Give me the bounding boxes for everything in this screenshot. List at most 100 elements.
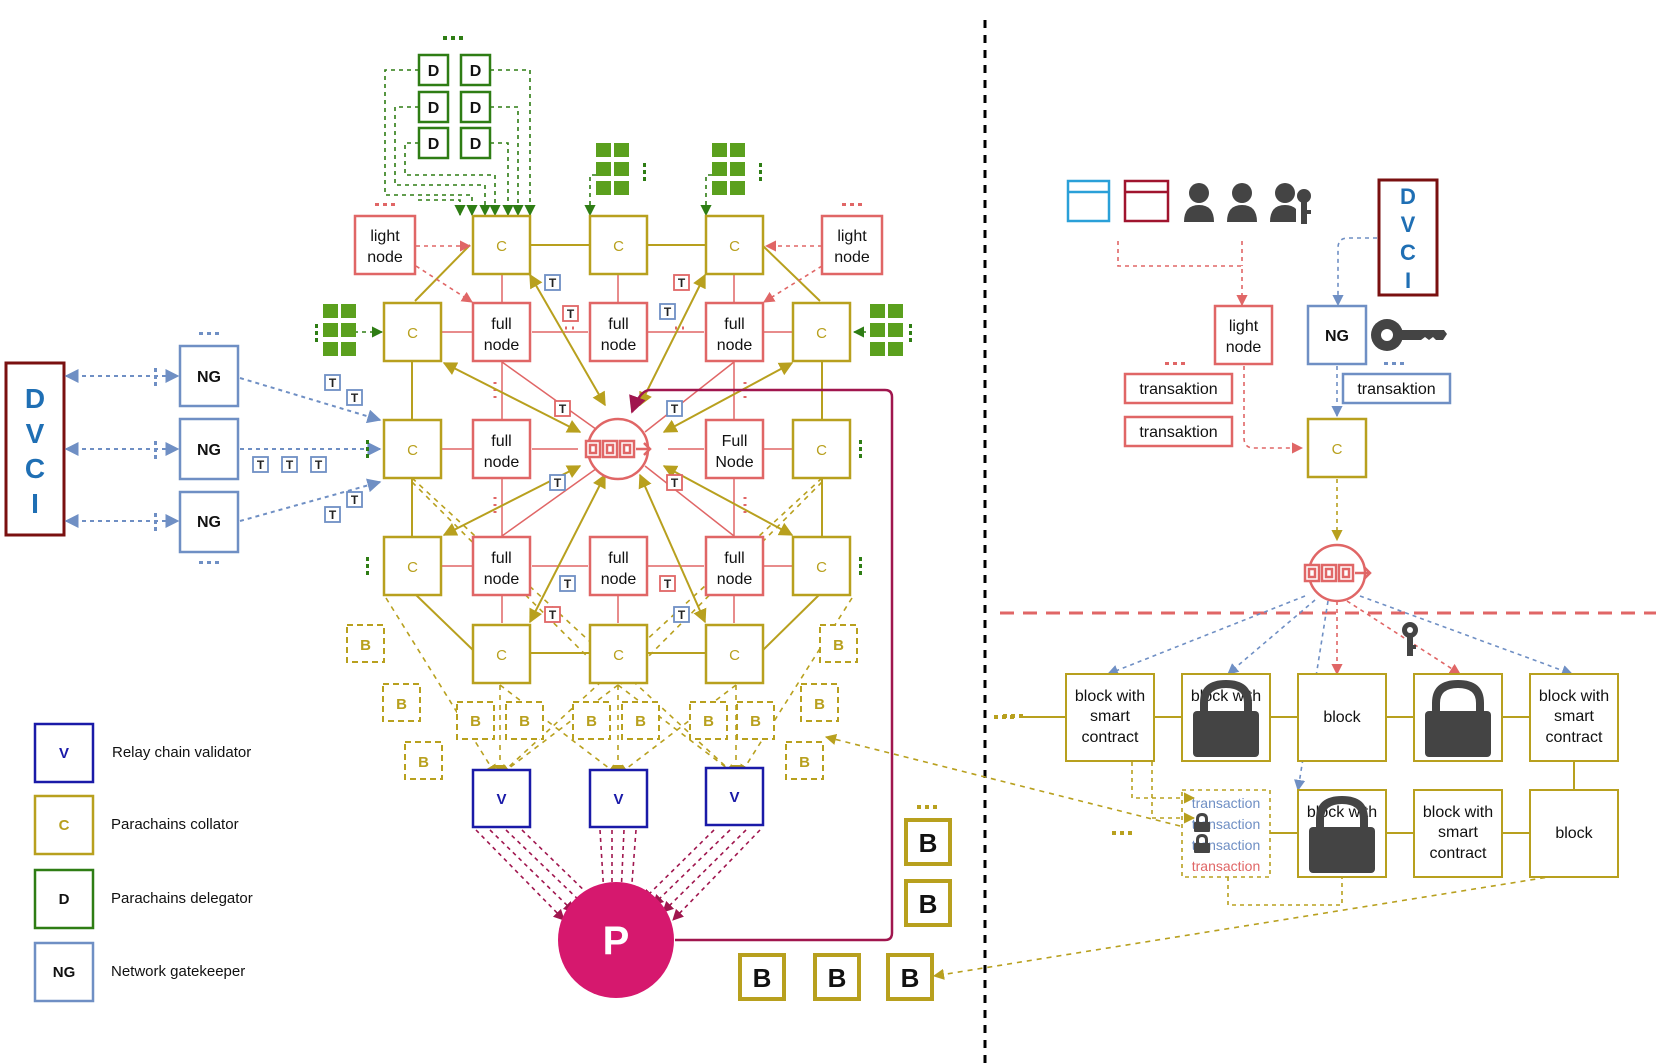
polkadot-feedback-link <box>629 388 894 942</box>
relay-chain-hub-icon <box>584 417 652 481</box>
block-smart-contract: block with smart contract <box>1529 673 1619 762</box>
svg-text:D: D <box>470 136 482 153</box>
collator-node: C <box>382 418 443 480</box>
svg-text:C: C <box>816 559 827 576</box>
svg-text:D: D <box>1400 184 1416 209</box>
user-icon <box>1184 183 1214 222</box>
transaction-badge: T <box>549 474 566 491</box>
delegator-group-icon <box>870 304 903 356</box>
transaction-badge: T <box>324 374 341 391</box>
transaction-badge: T <box>544 274 561 291</box>
cross-panel-links <box>824 734 1556 980</box>
svg-text:Node: Node <box>715 454 753 471</box>
svg-text:smart: smart <box>1554 708 1595 725</box>
block: block <box>1297 673 1387 762</box>
svg-text:V: V <box>496 791 506 808</box>
svg-text:T: T <box>678 276 686 290</box>
svg-text:node: node <box>717 571 753 588</box>
dvci-box-right: D V C I <box>1377 178 1439 297</box>
delegator-group-icon <box>596 143 629 195</box>
svg-text:C: C <box>496 647 507 664</box>
svg-text:C: C <box>613 647 624 664</box>
finalized-block: B <box>813 953 861 1001</box>
legend-item-delegator: D Parachains delegator <box>33 868 253 930</box>
user-key-icon <box>1270 183 1311 224</box>
delegator-node: D <box>417 53 450 87</box>
finalized-block: B <box>904 879 952 927</box>
block-chain-links <box>1020 716 1575 834</box>
gatekeeper-node: NG <box>1306 304 1368 366</box>
candidate-block-label: B <box>396 696 407 713</box>
svg-text:T: T <box>286 458 294 472</box>
app-window-icon <box>1066 179 1111 223</box>
ellipsis-markers-right <box>1165 362 1404 365</box>
transaction-tag: transaktion <box>1341 372 1452 405</box>
svg-text:C: C <box>613 238 624 255</box>
validator-polkadot-arrows <box>475 829 761 921</box>
candidate-block <box>800 683 839 722</box>
svg-text:full: full <box>724 550 744 567</box>
candidate-block-label: B <box>635 713 646 730</box>
block: block <box>1529 789 1619 878</box>
transaction-badge: T <box>544 606 561 623</box>
collator-node: C <box>791 418 852 480</box>
svg-text:contract: contract <box>1546 729 1603 746</box>
svg-text:Relay chain validator: Relay chain validator <box>112 744 251 761</box>
collator-node: C <box>791 535 852 597</box>
padlock-icon <box>1309 796 1375 873</box>
svg-text:P: P <box>603 919 630 963</box>
svg-text:T: T <box>671 402 679 416</box>
transaction-badge: T <box>310 456 327 473</box>
finalized-block: B <box>904 818 952 866</box>
svg-text:transaktion: transaktion <box>1139 424 1217 441</box>
svg-text:V: V <box>26 418 45 449</box>
svg-text:block with: block with <box>1075 688 1145 705</box>
user-icon <box>1227 183 1257 222</box>
svg-text:C: C <box>25 453 45 484</box>
svg-text:V: V <box>1401 212 1416 237</box>
app-window-icon <box>1123 179 1170 223</box>
dvci-ng-links <box>64 369 180 528</box>
svg-text:T: T <box>549 276 557 290</box>
svg-text:V: V <box>729 789 739 806</box>
svg-text:full: full <box>608 316 628 333</box>
gatekeeper-node: NG <box>178 417 240 481</box>
svg-text:T: T <box>671 476 679 490</box>
svg-text:T: T <box>549 608 557 622</box>
transaction-list-links <box>1131 762 1343 906</box>
small-padlock-icon <box>1194 813 1210 853</box>
dvci-box-left: D V C I <box>4 361 66 537</box>
candidate-block-label: B <box>470 713 481 730</box>
legend-item-validator: V Relay chain validator <box>33 722 251 784</box>
transaction-badge: T <box>659 575 676 592</box>
polkadot-relay-chain: P <box>558 882 674 998</box>
transaction-badge: T <box>673 274 690 291</box>
transaction-tag: transaktion <box>1123 372 1234 405</box>
svg-text:transaktion: transaktion <box>1357 381 1435 398</box>
delegator-node: D <box>459 53 492 87</box>
collator-node: C <box>382 535 443 597</box>
candidate-block-label: B <box>360 637 371 654</box>
transaction-badge: T <box>562 305 579 322</box>
svg-text:V: V <box>613 791 623 808</box>
light-node: light node <box>1213 304 1274 366</box>
candidate-block-label: B <box>833 637 844 654</box>
finalized-block: B <box>886 953 934 1001</box>
svg-text:Full: Full <box>722 433 748 450</box>
block-smart-contract: block with smart contract <box>1413 789 1503 878</box>
svg-text:T: T <box>315 458 323 472</box>
svg-text:block: block <box>1323 709 1361 726</box>
transaction-badge: T <box>346 389 363 406</box>
validator-node: V <box>471 768 532 829</box>
full-node: full node <box>704 535 765 597</box>
svg-text:B: B <box>828 963 847 993</box>
validator-node: V <box>704 766 765 827</box>
svg-text:C: C <box>407 559 418 576</box>
collator-node: C <box>1306 417 1368 479</box>
candidate-block <box>404 741 443 780</box>
svg-text:B: B <box>919 889 938 919</box>
